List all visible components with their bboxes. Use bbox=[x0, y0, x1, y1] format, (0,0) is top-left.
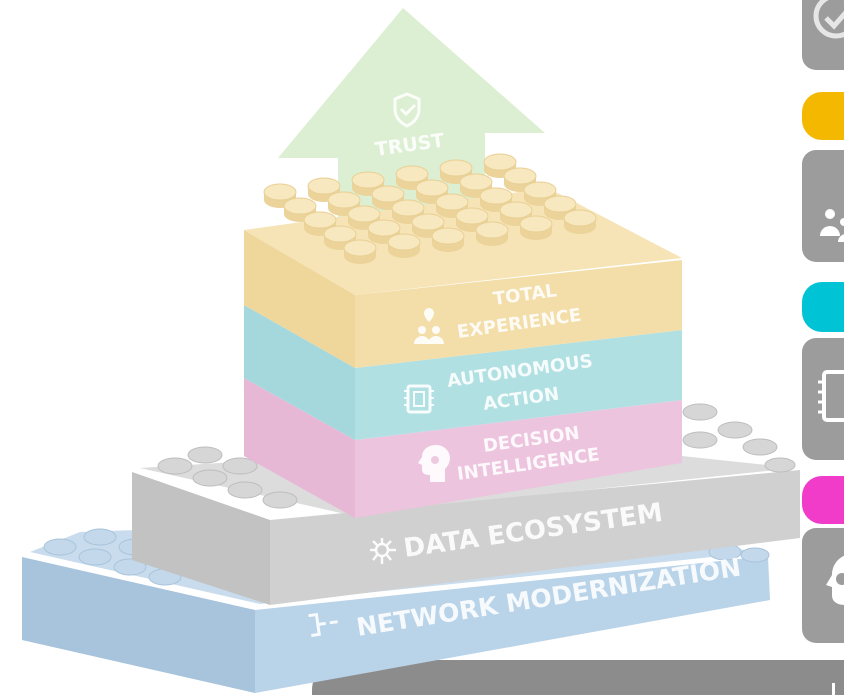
brain-head-icon bbox=[826, 555, 844, 605]
stud bbox=[367, 219, 401, 244]
sidebar-cards bbox=[802, 0, 844, 643]
studs bbox=[263, 153, 597, 264]
chip-icon bbox=[818, 370, 844, 422]
stud bbox=[371, 185, 405, 210]
sidebar-card-decision bbox=[802, 528, 844, 643]
sidebar-accent-cyan bbox=[802, 282, 844, 332]
stud bbox=[439, 159, 473, 184]
sidebar-card-experience bbox=[802, 150, 844, 262]
layer-autonomous-action: AUTONOMOUS ACTION bbox=[244, 305, 682, 440]
shield-check-icon bbox=[813, 0, 844, 39]
sidebar-card-action bbox=[802, 338, 844, 460]
sidebar-accent-yellow bbox=[802, 92, 844, 140]
stud bbox=[475, 221, 509, 246]
brain-head-icon bbox=[418, 445, 450, 482]
stud bbox=[519, 215, 553, 240]
stud bbox=[563, 209, 597, 234]
people-location-icon bbox=[414, 308, 444, 344]
people-location-icon bbox=[820, 209, 844, 242]
layer-decision-intelligence: DECISION INTELLIGENCE bbox=[244, 378, 682, 518]
layer-total-experience: TOTAL EXPERIENCE bbox=[244, 153, 682, 368]
sidebar-card-trust bbox=[802, 0, 844, 70]
stud bbox=[415, 179, 449, 204]
shield-check-icon bbox=[393, 92, 421, 128]
stud bbox=[431, 227, 465, 252]
chip-icon bbox=[404, 384, 434, 414]
network-nodes-icon bbox=[370, 538, 396, 564]
branch-arrow-icon bbox=[308, 612, 338, 637]
footer-bar bbox=[312, 660, 844, 695]
sidebar-accent-magenta bbox=[802, 476, 844, 524]
stud bbox=[479, 187, 513, 212]
stud bbox=[387, 233, 421, 258]
stud bbox=[343, 239, 377, 264]
